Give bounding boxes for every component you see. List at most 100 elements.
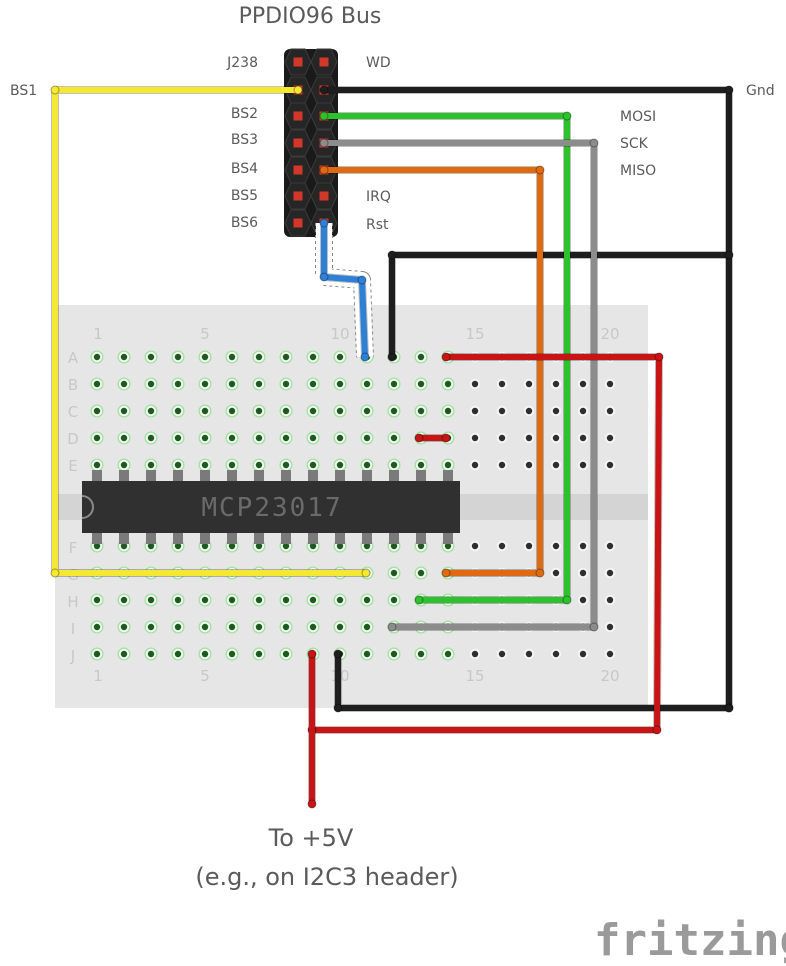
breadboard-hole-e17[interactable] [525, 461, 533, 469]
breadboard-hole-e15[interactable] [471, 461, 479, 469]
breadboard-hole-h2[interactable] [120, 596, 128, 604]
breadboard-hole-j2[interactable] [120, 650, 128, 658]
breadboard-hole-i9[interactable] [309, 623, 317, 631]
breadboard-hole-e19[interactable] [579, 461, 587, 469]
breadboard-hole-j4[interactable] [174, 650, 182, 658]
breadboard-hole-e4[interactable] [174, 461, 182, 469]
wire-blue-rst[interactable] [321, 220, 368, 360]
breadboard-hole-c14[interactable] [444, 407, 452, 415]
breadboard-hole-j18[interactable] [552, 650, 560, 658]
breadboard-hole-i7[interactable] [255, 623, 263, 631]
breadboard-hole-i20[interactable] [606, 623, 614, 631]
breadboard-hole-d1[interactable] [93, 434, 101, 442]
breadboard-hole-e16[interactable] [498, 461, 506, 469]
breadboard-hole-j6[interactable] [228, 650, 236, 658]
breadboard-hole-f12[interactable] [390, 542, 398, 550]
breadboard-hole-h5[interactable] [201, 596, 209, 604]
breadboard-hole-b6[interactable] [228, 380, 236, 388]
breadboard-hole-c7[interactable] [255, 407, 263, 415]
breadboard-hole-f1[interactable] [93, 542, 101, 550]
breadboard-hole-e1[interactable] [93, 461, 101, 469]
header-pin-right-6[interactable] [319, 191, 329, 201]
breadboard-hole-b9[interactable] [309, 380, 317, 388]
breadboard-hole-h8[interactable] [282, 596, 290, 604]
breadboard-hole-e5[interactable] [201, 461, 209, 469]
breadboard-hole-e14[interactable] [444, 461, 452, 469]
breadboard-hole-c1[interactable] [93, 407, 101, 415]
breadboard-hole-b3[interactable] [147, 380, 155, 388]
breadboard-hole-h11[interactable] [363, 596, 371, 604]
breadboard-hole-e13[interactable] [417, 461, 425, 469]
breadboard-hole-a2[interactable] [120, 353, 128, 361]
header-pin-left-1[interactable] [293, 57, 303, 67]
breadboard-hole-a8[interactable] [282, 353, 290, 361]
breadboard-hole-b12[interactable] [390, 380, 398, 388]
breadboard-hole-j13[interactable] [417, 650, 425, 658]
breadboard-hole-d20[interactable] [606, 434, 614, 442]
breadboard-hole-e18[interactable] [552, 461, 560, 469]
breadboard-hole-f4[interactable] [174, 542, 182, 550]
breadboard-hole-d4[interactable] [174, 434, 182, 442]
breadboard-hole-c16[interactable] [498, 407, 506, 415]
breadboard-hole-f20[interactable] [606, 542, 614, 550]
breadboard-hole-f2[interactable] [120, 542, 128, 550]
breadboard-hole-i4[interactable] [174, 623, 182, 631]
breadboard-hole-g18[interactable] [552, 569, 560, 577]
breadboard-hole-h12[interactable] [390, 596, 398, 604]
breadboard-hole-f14[interactable] [444, 542, 452, 550]
breadboard-hole-h19[interactable] [579, 596, 587, 604]
breadboard-hole-a6[interactable] [228, 353, 236, 361]
breadboard-hole-e20[interactable] [606, 461, 614, 469]
breadboard-hole-i11[interactable] [363, 623, 371, 631]
breadboard-hole-h7[interactable] [255, 596, 263, 604]
breadboard-hole-c17[interactable] [525, 407, 533, 415]
breadboard-hole-e10[interactable] [336, 461, 344, 469]
breadboard-hole-f19[interactable] [579, 542, 587, 550]
breadboard-hole-b11[interactable] [363, 380, 371, 388]
breadboard-hole-a3[interactable] [147, 353, 155, 361]
breadboard-hole-f15[interactable] [471, 542, 479, 550]
breadboard-hole-i6[interactable] [228, 623, 236, 631]
breadboard-hole-f16[interactable] [498, 542, 506, 550]
breadboard-hole-b8[interactable] [282, 380, 290, 388]
breadboard-hole-b18[interactable] [552, 380, 560, 388]
breadboard-hole-h20[interactable] [606, 596, 614, 604]
breadboard-hole-j16[interactable] [498, 650, 506, 658]
header-pin-left-7[interactable] [293, 218, 303, 228]
breadboard-hole-j17[interactable] [525, 650, 533, 658]
breadboard-hole-c8[interactable] [282, 407, 290, 415]
breadboard-hole-e9[interactable] [309, 461, 317, 469]
breadboard-hole-h1[interactable] [93, 596, 101, 604]
breadboard-hole-h9[interactable] [309, 596, 317, 604]
breadboard-hole-e7[interactable] [255, 461, 263, 469]
breadboard-hole-d10[interactable] [336, 434, 344, 442]
breadboard-hole-h10[interactable] [336, 596, 344, 604]
breadboard-hole-d5[interactable] [201, 434, 209, 442]
breadboard-hole-f13[interactable] [417, 542, 425, 550]
breadboard-hole-b19[interactable] [579, 380, 587, 388]
header-pin-left-5[interactable] [293, 165, 303, 175]
breadboard-hole-d8[interactable] [282, 434, 290, 442]
breadboard-hole-e12[interactable] [390, 461, 398, 469]
breadboard-hole-d15[interactable] [471, 434, 479, 442]
wire-gray-sck[interactable] [321, 140, 597, 630]
breadboard-hole-f3[interactable] [147, 542, 155, 550]
breadboard-hole-c10[interactable] [336, 407, 344, 415]
breadboard-hole-b20[interactable] [606, 380, 614, 388]
breadboard-hole-b10[interactable] [336, 380, 344, 388]
breadboard-hole-c3[interactable] [147, 407, 155, 415]
wire-red-a14[interactable] [309, 354, 662, 733]
breadboard-hole-b16[interactable] [498, 380, 506, 388]
breadboard-hole-j12[interactable] [390, 650, 398, 658]
breadboard-hole-c2[interactable] [120, 407, 128, 415]
breadboard-hole-d19[interactable] [579, 434, 587, 442]
breadboard-hole-a13[interactable] [417, 353, 425, 361]
breadboard-hole-d18[interactable] [552, 434, 560, 442]
breadboard-hole-c11[interactable] [363, 407, 371, 415]
breadboard-hole-a9[interactable] [309, 353, 317, 361]
breadboard-hole-a4[interactable] [174, 353, 182, 361]
breadboard-hole-j3[interactable] [147, 650, 155, 658]
breadboard-hole-b7[interactable] [255, 380, 263, 388]
mcp23017-chip[interactable]: MCP23017 [81, 481, 460, 533]
breadboard-hole-c12[interactable] [390, 407, 398, 415]
